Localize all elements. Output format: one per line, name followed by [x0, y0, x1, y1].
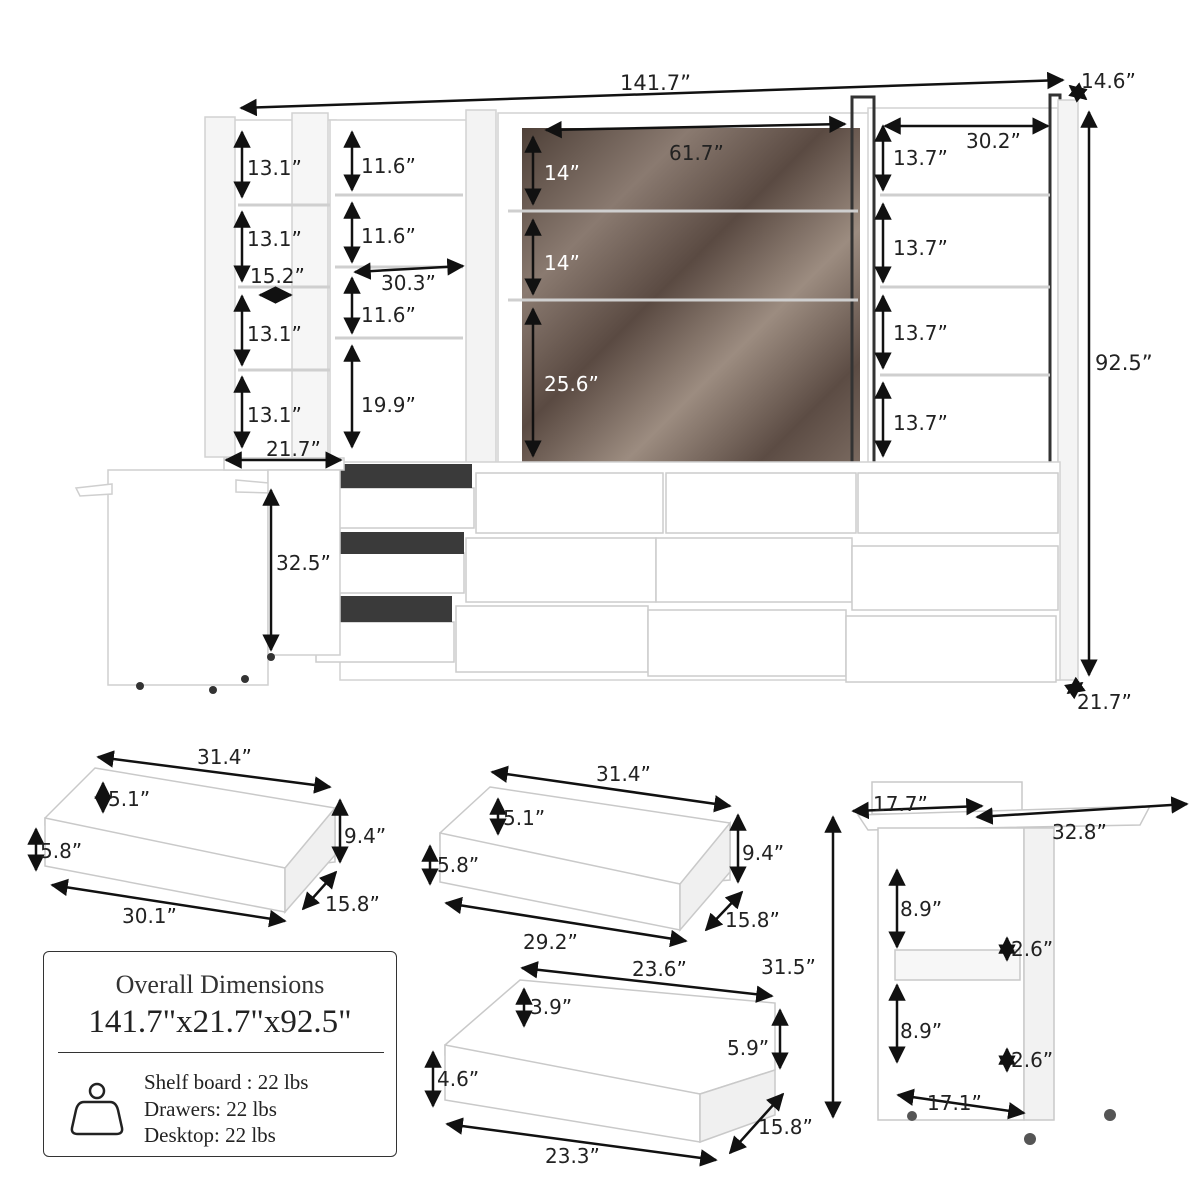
label-small-drawer-width: 23.6”: [632, 957, 687, 981]
label-cart-lip-1: 2.6”: [1011, 937, 1054, 961]
label-right-shelf-4: 13.7”: [893, 411, 948, 435]
label-left-shelf-1: 13.1”: [247, 156, 302, 180]
label-small-drawer-bottom: 23.3”: [545, 1144, 600, 1168]
label-left-shelf-2: 13.1”: [247, 227, 302, 251]
drawer-fronts: [315, 472, 1059, 683]
shelf-board-capacity: Shelf board : 22 lbs: [144, 1070, 309, 1094]
right-side: [1057, 99, 1079, 681]
drawers-capacity: Drawers: 22 lbs: [144, 1097, 277, 1121]
label-medium-drawer-front: 9.4”: [742, 841, 785, 865]
label-center-shelf-1: 14”: [544, 161, 580, 185]
label-right-shelf-1: 13.7”: [893, 146, 948, 170]
label-desk-width: 21.7”: [266, 437, 321, 461]
label-mid-shelf-2: 11.6”: [361, 224, 416, 248]
label-large-drawer-inner: 5.1”: [108, 787, 151, 811]
label-large-drawer-front: 9.4”: [344, 824, 387, 848]
label-left-shelf-3: 13.1”: [247, 322, 302, 346]
label-cart-shelf-1: 8.9”: [900, 897, 943, 921]
overall-dimensions-value: 141.7"x21.7"x92.5": [88, 1004, 352, 1040]
overall-dimensions-panel: Overall Dimensions 141.7"x21.7"x92.5" Sh…: [43, 951, 397, 1157]
left-door-open: [204, 116, 236, 458]
mid-side-panel: [465, 109, 497, 466]
label-cart-lip-2: 2.6”: [1011, 1048, 1054, 1072]
label-cart-shelf-2: 8.9”: [900, 1019, 943, 1043]
label-left-shelf-4: 13.1”: [247, 403, 302, 427]
label-mid-shelf-1: 11.6”: [361, 154, 416, 178]
label-medium-drawer-depth: 15.8”: [725, 908, 780, 932]
label-small-drawer-inner: 3.9”: [530, 995, 573, 1019]
label-large-drawer-width: 31.4”: [197, 745, 252, 769]
weight-icon: [70, 1082, 124, 1136]
overall-dimensions-title: Overall Dimensions: [115, 970, 325, 999]
label-large-drawer-side: 5.8”: [40, 839, 83, 863]
label-center-shelf-2: 14”: [544, 251, 580, 275]
label-overall-width: 141.7”: [620, 71, 691, 95]
label-medium-drawer-inner: 5.1”: [503, 806, 546, 830]
label-cart-top-width: 32.8”: [1052, 820, 1107, 844]
label-right-shelf-3: 13.7”: [893, 321, 948, 345]
label-small-drawer-front: 5.9”: [727, 1036, 770, 1060]
label-mid-width: 30.3”: [381, 271, 436, 295]
desk-cart: [74, 457, 345, 686]
label-top-depth: 14.6”: [1081, 69, 1136, 93]
label-small-drawer-side: 4.6”: [437, 1067, 480, 1091]
desk-wheels: [136, 653, 275, 694]
label-base-depth: 21.7”: [1077, 690, 1132, 714]
label-right-width: 30.2”: [966, 129, 1021, 153]
label-large-drawer-bottom: 30.1”: [122, 904, 177, 928]
label-mid-shelf-4: 19.9”: [361, 393, 416, 417]
label-medium-drawer-bottom: 29.2”: [523, 930, 578, 954]
label-mid-shelf-3: 11.6”: [361, 303, 416, 327]
label-small-drawer-depth: 15.8”: [758, 1115, 813, 1139]
label-right-shelf-2: 13.7”: [893, 236, 948, 260]
label-cart-height: 31.5”: [761, 955, 816, 979]
drawer-shadows: [340, 464, 472, 622]
label-cart-top-depth: 17.7”: [873, 792, 928, 816]
label-large-drawer-depth: 15.8”: [325, 892, 380, 916]
label-overall-height: 92.5”: [1095, 351, 1153, 375]
label-desk-height: 32.5”: [276, 551, 331, 575]
marble-backpanel: [522, 128, 860, 463]
label-center-shelf-3: 25.6”: [544, 372, 599, 396]
desktop-capacity: Desktop: 22 lbs: [144, 1123, 276, 1147]
dimension-arrows: [27, 71, 1189, 1167]
drawer-small: [444, 979, 776, 1144]
label-center-width: 61.7”: [669, 141, 724, 165]
label-left-inner-width: 15.2”: [250, 264, 305, 288]
label-medium-drawer-width: 31.4”: [596, 762, 651, 786]
label-cart-base-width: 17.1”: [927, 1091, 982, 1115]
divider: [58, 1052, 384, 1053]
label-medium-drawer-side: 5.8”: [437, 853, 480, 877]
